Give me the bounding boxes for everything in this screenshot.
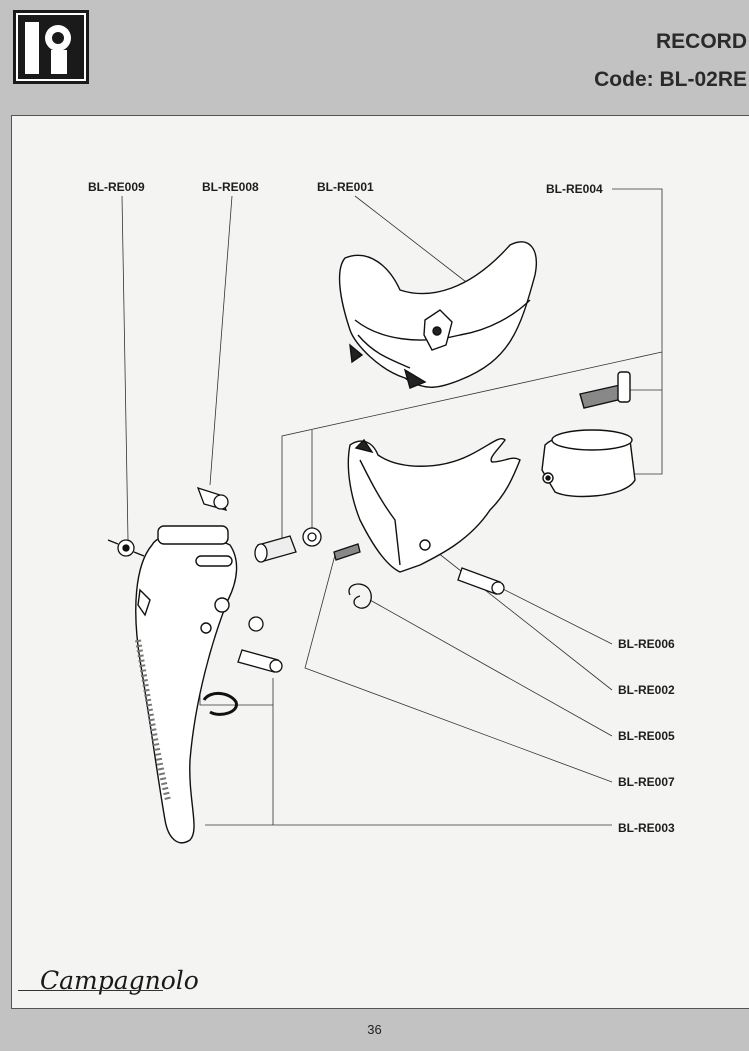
spring-bl-re007 xyxy=(333,543,361,561)
leader-line-bl-re002 xyxy=(427,544,613,691)
model-code: Code: BL-02RE xyxy=(594,68,747,91)
leader-line-bl-re006 xyxy=(494,584,613,645)
leader-line-bl-re007 xyxy=(304,554,613,783)
leader-line-bl-re009 xyxy=(121,195,129,541)
signature-underline xyxy=(18,990,163,991)
part-label-bl-re007: BL-RE007 xyxy=(618,775,675,789)
page-number: 36 xyxy=(367,1022,382,1037)
part-label-bl-re001: BL-RE001 xyxy=(317,180,374,194)
brand-logo xyxy=(13,10,89,84)
leader-line-bl-re001 xyxy=(354,195,471,286)
small-hardware-parts xyxy=(107,486,505,716)
part-label-bl-re005: BL-RE005 xyxy=(618,729,675,743)
logo-mark-icon xyxy=(13,10,89,84)
brake-lever-part xyxy=(135,525,238,844)
spring-bl-re005 xyxy=(348,583,372,609)
clamp-band-part xyxy=(541,371,636,498)
leader-line-bl-re008 xyxy=(209,195,233,486)
hood-cover-part xyxy=(338,241,537,389)
lever-body-part xyxy=(347,438,521,573)
part-label-bl-re008: BL-RE008 xyxy=(202,180,259,194)
leader-line-bl-re004 xyxy=(281,188,663,550)
part-label-bl-re009: BL-RE009 xyxy=(88,180,145,194)
part-label-bl-re003: BL-RE003 xyxy=(618,821,675,835)
part-label-bl-re004: BL-RE004 xyxy=(546,182,603,196)
leader-line-bl-re005 xyxy=(369,599,613,737)
part-label-bl-re002: BL-RE002 xyxy=(618,683,675,697)
model-title: RECORD xyxy=(655,30,747,53)
part-label-bl-re006: BL-RE006 xyxy=(618,637,675,651)
leader-line-bl-re003 xyxy=(199,650,612,826)
